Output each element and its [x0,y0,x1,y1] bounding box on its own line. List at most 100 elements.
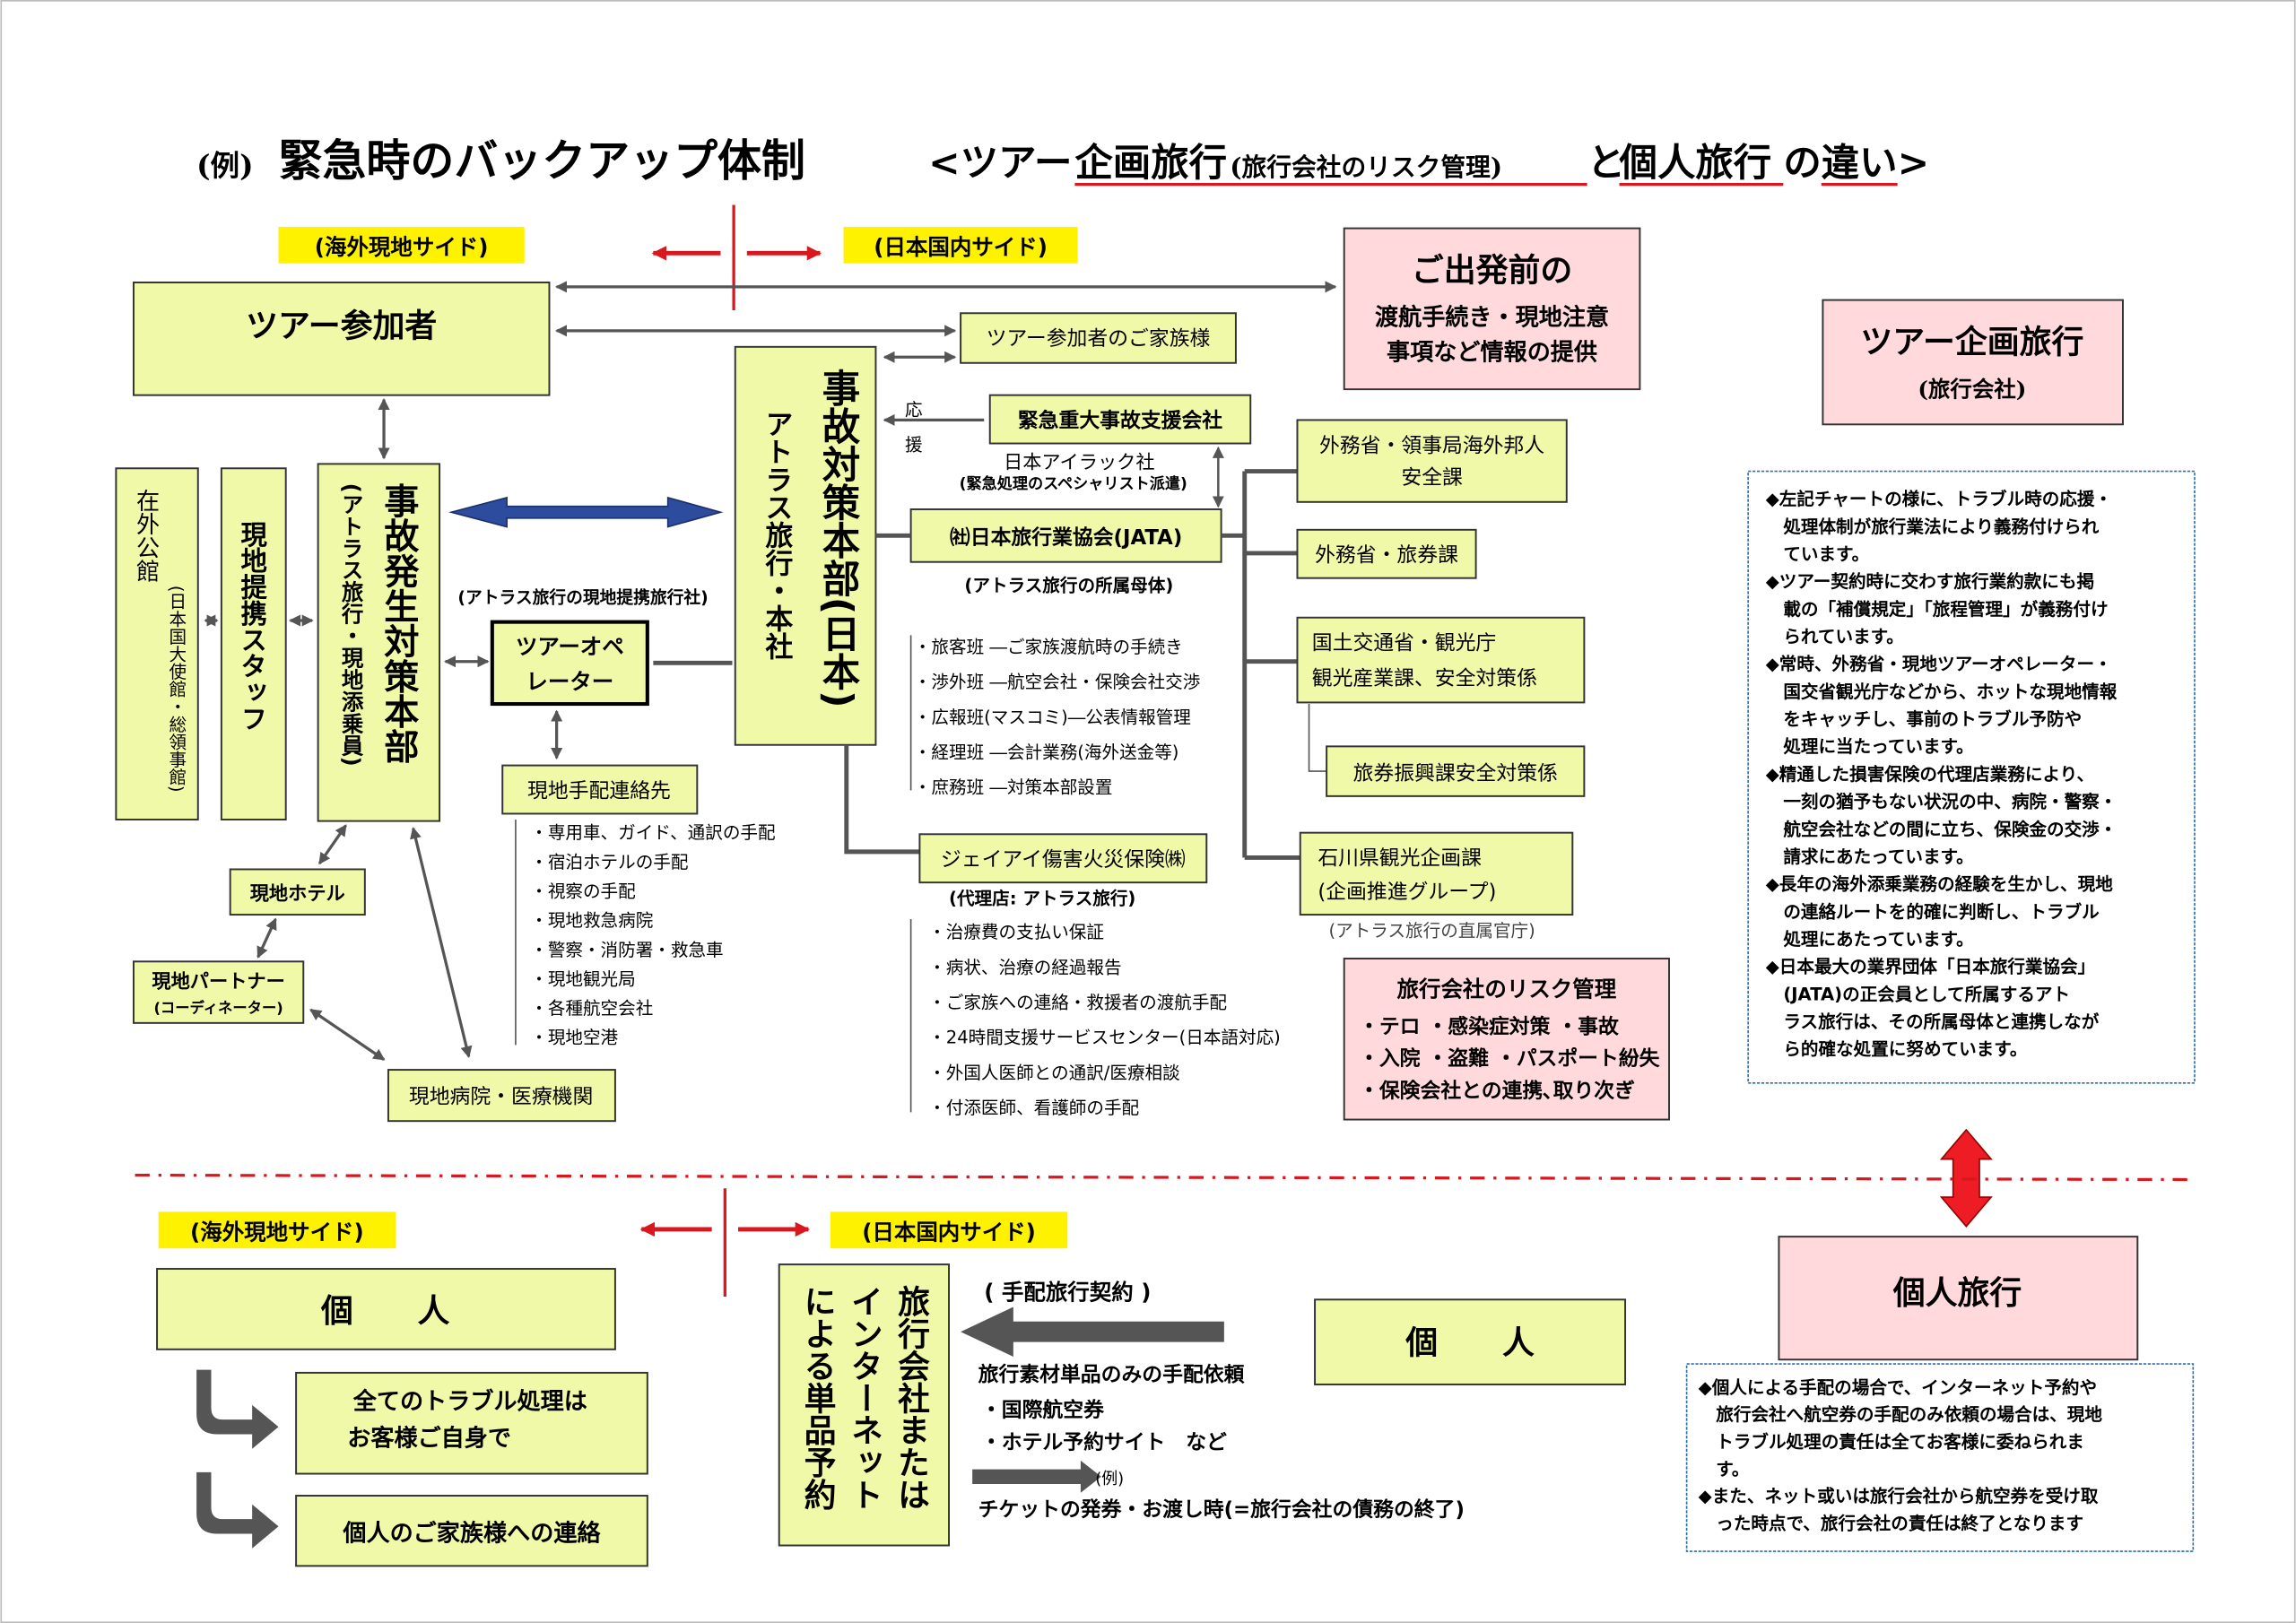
note-line: ◆また、ネット或いは旅行会社から航空券を受け取 [1699,1486,2099,1506]
tour-planned-subtitle: (旅行会社) [1918,376,2026,402]
tour-operator-box [490,620,649,707]
jata-label: ㈳日本旅行業協会(JATA) [950,525,1182,550]
local-contact-item: ・宿泊ホテルの手配 [530,852,688,872]
arrow-example [972,1460,1101,1493]
arrow-hotel-partner [257,917,277,959]
team-item: ・広報班(マスコミ)―公表情報管理 [914,707,1191,727]
page-title: (例) 緊急時のバックアップ体制 <ツアー 企画旅行 (旅行会社のリスク管理) … [196,135,1929,187]
agency-net-col1: 旅行会社または [892,1285,930,1511]
consulate-box [115,467,199,820]
insurance-item: ・付添医師、看護師の手配 [928,1098,1139,1118]
support-company-label: 緊急重大事故支援会社 [1018,409,1222,433]
all-trouble-line2: お客様ご自身で [347,1425,511,1453]
mlit-line1: 国土交通省・観光庁 [1312,632,1496,655]
mofa-passport-label: 外務省・旅券課 [1315,544,1458,568]
teams-list: ・旅客班 ―ご家族渡航時の手続き ・渉外班 ―航空会社・保険会社交渉 ・広報班(… [914,637,1200,798]
note-line: 航空会社などの間に立ち、保険金の交渉・ [1766,819,2118,839]
note-line: ラス旅行は、その所属母体と連携しなが [1766,1011,2100,1032]
note-line: ています。 [1766,543,1870,564]
local-contact-item: ・現地救急病院 [530,910,653,931]
local-contact-box [501,764,699,815]
note-line: 請求にあたっています。 [1766,846,1974,867]
title-sub-chigai: 違い [1822,141,1898,186]
title-sub-to: と [1587,141,1625,186]
domestic-label: (日本国内サイド) [874,234,1048,260]
mofa-consular-line1: 外務省・領事局海外邦人 [1319,434,1544,457]
agency-net-box [778,1263,951,1547]
predeparture-box [1343,227,1641,391]
arrow-localhq-hospital [410,827,473,1058]
local-partner-box [132,960,305,1024]
note-line: をキャッチし、事前のトラブル予防や [1766,709,2082,730]
local-contact-item: ・警察・消防署・救急車 [530,940,723,960]
passport-safety-box [1326,745,1586,797]
risk-line2: ・入院 ・盗難 ・パスポート紛失 [1359,1046,1660,1071]
local-staff-box [220,467,287,820]
individual-right-label: 個 人 [1405,1325,1535,1362]
local-hq-box [317,463,441,822]
mofa-consular-line2: 安全課 [1401,466,1463,490]
mofa-consular-box [1296,419,1568,503]
partner-caption: (アトラス旅行の現地提携旅行社) [457,586,708,607]
local-hospital-label: 現地病院・医療機関 [409,1086,593,1109]
family-box [960,312,1237,364]
title-sub-close: > [1898,141,1930,186]
jata-caption: (アトラス旅行の所属母体) [964,575,1173,595]
team-item: ・旅客班 ―ご家族渡航時の手続き [914,637,1183,657]
note-line: ◆日本最大の業界団体「日本旅行業協会」 [1766,957,2095,977]
local-contact-item: ・現地観光局 [530,968,635,989]
ishikawa-line1: 石川県観光企画課 [1318,847,1482,871]
arrow-localhq-hotel [317,824,347,865]
local-staff-label: 現地提携スタッフ [237,521,267,732]
family-contact-label: 個人のご家族様への連絡 [342,1520,601,1548]
insurance-agent: (代理店: アトラス旅行) [949,889,1135,909]
predeparture-line1: ご出発前の [1412,251,1572,289]
title-sub-kojin: 個人旅行 [1619,141,1772,186]
arrow-partner-hospital [309,1008,386,1061]
lower-domestic-label-bg [830,1211,1068,1249]
mlit-line2: 観光産業課、安全対策係 [1312,667,1537,690]
bent-arrow-2 [196,1471,279,1549]
participants-box [132,282,551,396]
lower-overseas-label: (海外現地サイド) [190,1219,364,1245]
local-hospital-box [387,1069,616,1123]
note-line: ◆ツアー契約時に交わす旅行業約款にも掲 [1766,571,2094,592]
local-hq-col1: 事故発生対策本部 [378,483,420,765]
consulate-col1: 在外公館 [132,489,160,582]
domestic-label-bg [843,226,1078,264]
contract-label: ( 手配旅行契約 ) [984,1279,1151,1305]
note-line: す。 [1699,1459,1750,1480]
insurance-item: ・病状、治療の経過報告 [928,957,1121,977]
note-line: (JATA)の正会員として所属するアト [1766,984,2070,1004]
support-caption-2: (緊急処理のスペシャリスト派遣) [960,474,1187,493]
support-label-1: 応 [905,400,923,421]
note-line: 国交省観光庁などから、ホットな現地情報 [1766,681,2118,702]
individual-left-label: 個 人 [320,1293,450,1330]
tour-operator-line1: ツアーオペ [516,634,624,660]
tour-planned-box [1822,299,2124,426]
note-line: トラブル処理の責任は全てお客様に委ねられま [1699,1431,2084,1452]
risk-line1: ・テロ ・感染症対策 ・事故 [1359,1014,1619,1038]
risk-title: 旅行会社のリスク管理 [1397,976,1617,1002]
local-partner-line1: 現地パートナー [152,971,284,994]
link-hq-insurance [844,744,920,855]
title-sub-kikaku: 企画旅行 [1074,141,1227,186]
agency-net-col3: による単品予約 [799,1285,837,1510]
hq-localhq-blue-arrow [448,496,724,528]
all-trouble-line1: 全てのトラブル処理は [352,1388,587,1416]
material-item: ・国際航空券 [981,1398,1105,1422]
consulate-col2: (日本国大使館・総領事館) [166,586,187,793]
local-contact-item: ・専用車、ガイド、通訳の手配 [530,822,775,843]
individual-right-box [1314,1298,1627,1385]
individual-left-box [156,1268,616,1350]
local-contact-item: ・現地空港 [530,1028,618,1048]
lower-domestic-label: (日本国内サイド) [862,1219,1036,1245]
support-caption-1: 日本アイラック社 [1004,451,1155,473]
team-item: ・庶務班 ―対策本部設置 [914,777,1113,798]
family-label: ツアー参加者のご家族様 [987,327,1211,351]
insurance-item: ・治療費の支払い保証 [928,922,1104,942]
local-contact-item: ・視察の手配 [530,881,635,901]
note-line: った時点で、旅行会社の責任は終了となります [1699,1514,2083,1534]
note-line: の連絡ルートを的確に判断し、トラブル [1766,901,2100,922]
